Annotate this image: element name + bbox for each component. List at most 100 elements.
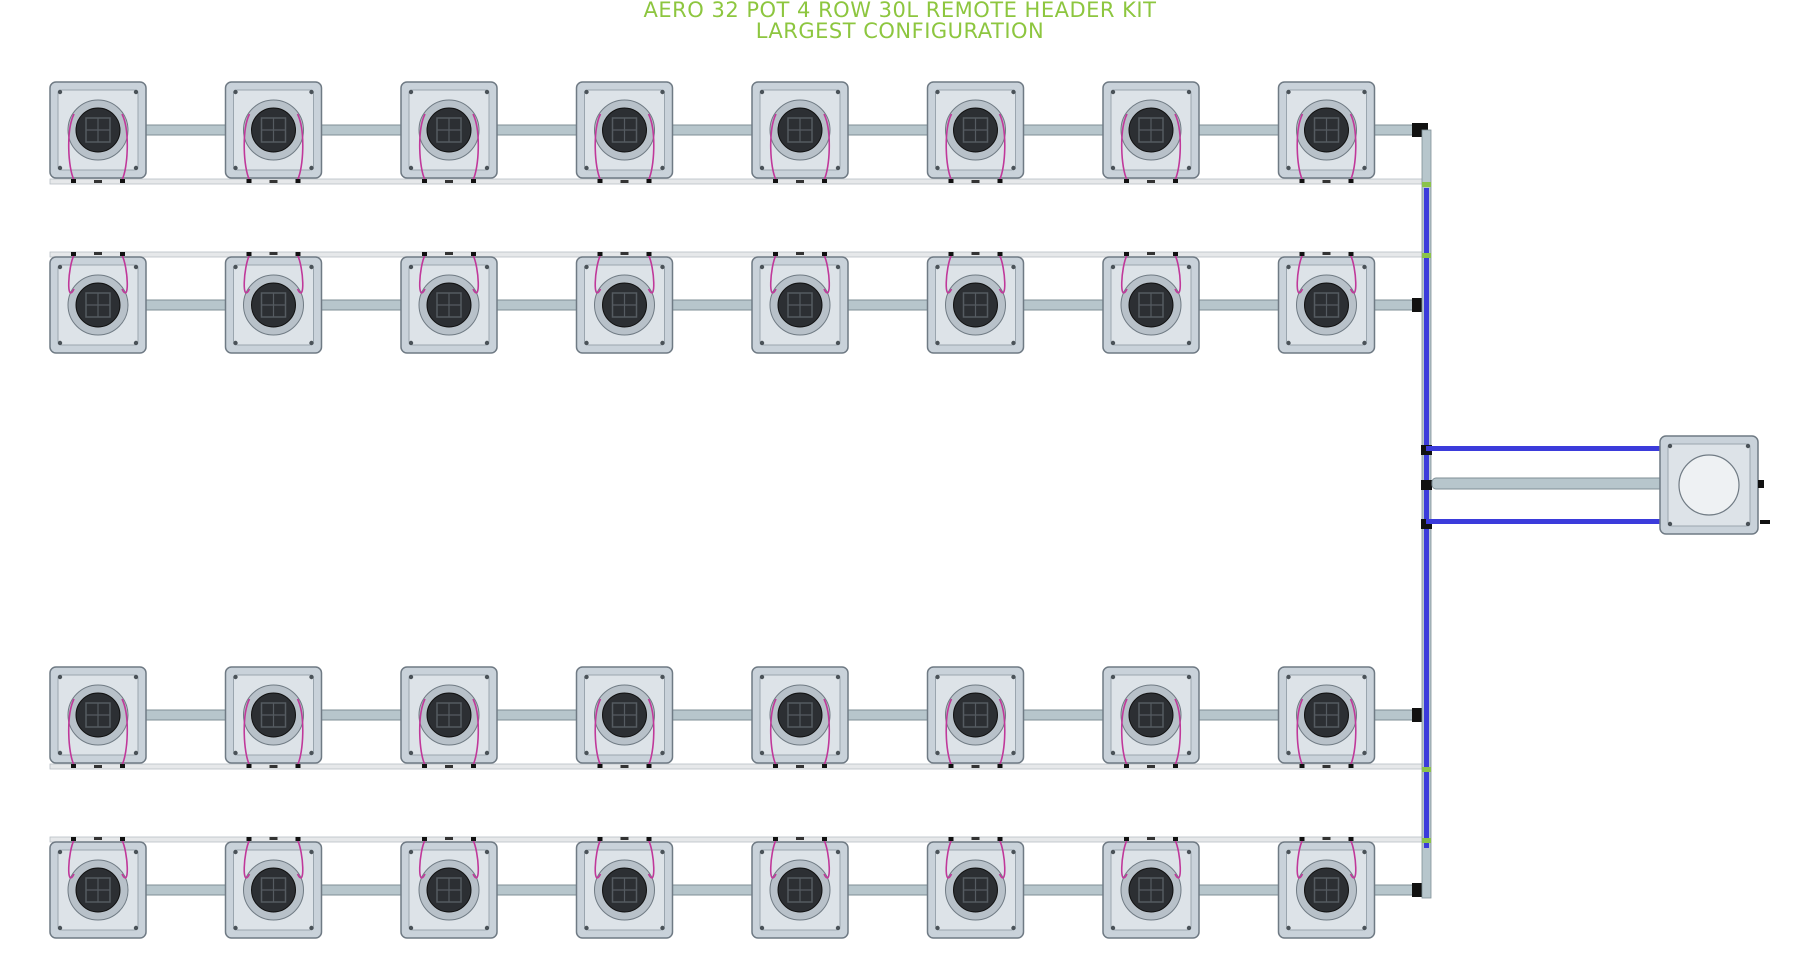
- pot-bolt: [935, 89, 940, 95]
- drain-fitting: [269, 252, 278, 255]
- drain-fitting: [295, 837, 301, 841]
- drain-fitting: [646, 252, 652, 256]
- drain-fitting: [646, 837, 652, 841]
- drip-line: [67, 254, 75, 294]
- drain-fitting: [120, 179, 125, 183]
- pot-bolt: [660, 264, 665, 270]
- drain-fitting: [1299, 179, 1305, 183]
- pot-bolt: [759, 925, 765, 931]
- drain-fitting: [71, 252, 76, 256]
- pot-bolt: [660, 89, 665, 95]
- pot-bolt: [1011, 264, 1016, 270]
- drip-line: [296, 254, 304, 294]
- pot-bolt: [408, 264, 414, 270]
- drip-line: [1349, 839, 1357, 879]
- drain-fitting: [948, 837, 954, 841]
- pot-bolt: [1286, 264, 1291, 270]
- drain-fitting: [1348, 837, 1354, 841]
- drip-line: [243, 698, 251, 766]
- pot-bolt: [309, 849, 314, 855]
- drip-line: [594, 113, 602, 181]
- pot-bolt: [660, 674, 665, 680]
- pot-bolt: [759, 849, 765, 855]
- drip-line: [945, 698, 953, 766]
- pot-bolt: [1286, 849, 1291, 855]
- pot: [575, 837, 674, 939]
- pot-bolt: [835, 849, 841, 855]
- pot-bolt: [233, 674, 238, 680]
- pot: [224, 837, 323, 939]
- drain-fitting: [822, 179, 827, 183]
- drip-line: [647, 113, 655, 181]
- drain-fitting: [997, 764, 1003, 768]
- drain-fitting: [620, 180, 629, 183]
- drain-fitting: [597, 764, 603, 768]
- drip-line: [769, 698, 777, 766]
- pot-bolt: [935, 340, 940, 346]
- drip-line: [769, 839, 777, 879]
- drain-fitting: [620, 837, 629, 840]
- pot-bolt: [584, 750, 589, 756]
- pot: [575, 666, 674, 768]
- pot-bolt: [1186, 849, 1192, 855]
- drain-fitting: [295, 179, 301, 183]
- return-line: [49, 763, 1427, 770]
- drain-fitting: [422, 764, 427, 768]
- drain-fitting: [445, 765, 453, 768]
- pot-bolt: [1286, 674, 1291, 680]
- pot-bolt: [133, 750, 139, 756]
- drip-line: [121, 839, 129, 879]
- drain-fitting: [1124, 179, 1129, 183]
- pot: [400, 837, 498, 939]
- pot-bolt: [1362, 264, 1367, 270]
- tank-outlet-fitting: [1758, 480, 1764, 488]
- pot-bolt: [408, 340, 414, 346]
- pot-bolt: [57, 849, 63, 855]
- drip-line: [769, 113, 777, 181]
- line-connector: [1422, 253, 1431, 258]
- pot-bolt: [57, 674, 63, 680]
- drain-fitting: [94, 252, 102, 255]
- pot: [400, 252, 498, 354]
- pot-bolt: [408, 674, 414, 680]
- drain-fitting: [971, 765, 980, 768]
- pot-bolt: [309, 674, 314, 680]
- drain-fitting: [796, 180, 804, 183]
- drain-fitting: [997, 252, 1003, 256]
- pot-bolt: [484, 165, 490, 171]
- pot-bolt: [408, 165, 414, 171]
- pot-bolt: [1286, 89, 1291, 95]
- drain-fitting: [1348, 252, 1354, 256]
- pot-bolt: [133, 849, 139, 855]
- pot-bolt: [935, 849, 940, 855]
- pot-bolt: [1110, 674, 1116, 680]
- pot-bolt: [835, 925, 841, 931]
- drain-fitting: [1348, 179, 1354, 183]
- drip-line: [823, 113, 831, 181]
- pot-bolt: [1011, 849, 1016, 855]
- drain-fitting: [796, 837, 804, 840]
- pot-bolt: [1011, 674, 1016, 680]
- pot-bolt: [660, 165, 665, 171]
- drip-line: [121, 113, 129, 181]
- pot-bolt: [1186, 165, 1192, 171]
- drain-fitting: [269, 765, 278, 768]
- pot-bolt: [133, 89, 139, 95]
- line-connector: [1422, 838, 1431, 843]
- drain-fitting: [1173, 764, 1178, 768]
- pot: [1102, 252, 1200, 354]
- return-pipe-to-tank: [1431, 477, 1671, 490]
- remote-header-tank: [1659, 435, 1770, 535]
- drip-line: [1120, 254, 1128, 294]
- pot: [224, 666, 323, 768]
- drain-fitting: [471, 837, 476, 841]
- drain-fitting: [1147, 837, 1155, 840]
- feed-line-vertical: [1424, 188, 1429, 848]
- drip-line: [67, 839, 75, 879]
- pot-bolt: [1362, 849, 1367, 855]
- pot-bolt: [835, 89, 841, 95]
- drip-line: [296, 113, 304, 181]
- drip-line: [1296, 113, 1304, 181]
- pot-bolt: [133, 340, 139, 346]
- tank-bolt: [1667, 443, 1673, 449]
